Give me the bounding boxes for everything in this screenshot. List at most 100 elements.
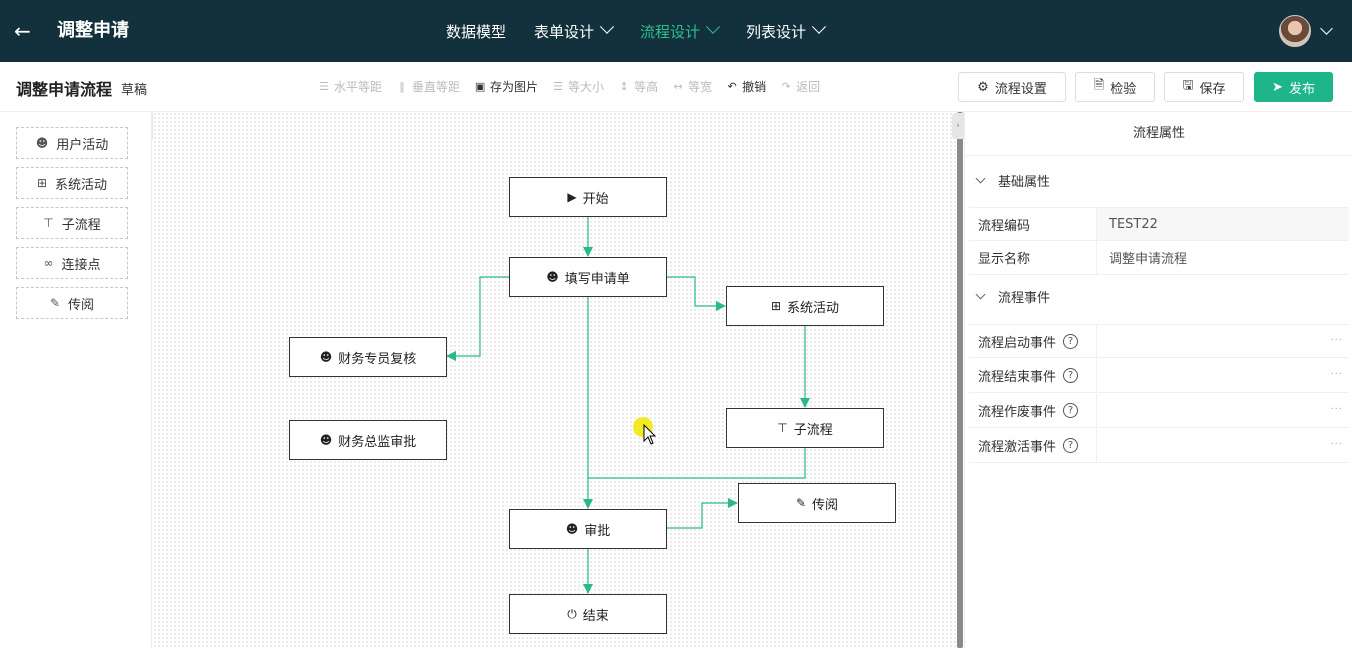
node-circulate[interactable]: ✎传阅 (738, 483, 896, 523)
tool-same-width[interactable]: ↔等宽 (672, 78, 712, 95)
palette-connector[interactable]: ∞连接点 (16, 247, 128, 279)
save-button[interactable]: 🖫保存 (1164, 72, 1244, 102)
undo-icon: ↶ (727, 79, 737, 93)
app-title: 调整申请 (57, 20, 129, 41)
node-label: 财务总监审批 (338, 434, 417, 450)
prop-row-display-name: 显示名称 调整申请流程 (969, 241, 1349, 275)
tool-redo[interactable]: ↷ 返回 (780, 78, 821, 95)
tool-label: 等宽 (688, 80, 713, 94)
nav-data-model[interactable]: 数据模型 (432, 0, 520, 62)
section-basic[interactable]: 基础属性 (973, 165, 1050, 195)
nav-label: 数据模型 (446, 22, 507, 41)
tool-label: 返回 (796, 80, 821, 94)
more-icon[interactable]: ··· (1330, 335, 1343, 346)
chevron-down-icon (705, 19, 721, 34)
help-icon[interactable]: ? (1063, 403, 1079, 418)
node-system-activity[interactable]: ⊞系统活动 (726, 286, 884, 326)
user-icon: ☻ (565, 522, 579, 536)
tool-save-image[interactable]: ▣存为图片 (474, 78, 538, 95)
canvas-scrollbar[interactable] (957, 112, 963, 648)
designer-toolbar: 调整申请流程 草稿 ☰水平等距 ‖垂直等距 ▣存为图片 ☰等大小 ↕等高 ↔等宽… (0, 62, 1352, 112)
nav-form-design[interactable]: 表单设计 (520, 0, 626, 62)
palette-system-activity[interactable]: ⊞ 系统活动 (16, 167, 128, 199)
prop-row-end-event: 流程结束事件? ··· (969, 359, 1349, 393)
palette-label: 系统活动 (55, 177, 108, 193)
tool-same-size[interactable]: ☰等大小 (552, 78, 604, 95)
prop-key: 流程编码 (969, 208, 1097, 240)
align-vertical-icon: ‖ (399, 79, 405, 93)
node-start[interactable]: ▶︎开始 (509, 177, 667, 217)
tool-same-height[interactable]: ↕等高 (618, 78, 658, 95)
avatar[interactable] (1279, 15, 1311, 47)
help-icon[interactable]: ? (1063, 333, 1079, 349)
more-icon[interactable]: ··· (1330, 369, 1343, 380)
node-end[interactable]: ⏻结束 (509, 594, 667, 634)
chevron-down-icon (599, 19, 615, 34)
prop-value[interactable]: ··· (1097, 359, 1349, 392)
user-icon: ☻ (319, 433, 333, 447)
node-fill-application[interactable]: ☻填写申请单 (509, 257, 667, 297)
node-label: 审批 (584, 523, 611, 539)
tool-label: 水平等距 (334, 80, 383, 94)
help-icon[interactable]: ? (1063, 438, 1079, 453)
palette-user-activity[interactable]: ☻ 用户活动 (16, 127, 128, 159)
nav-flow-design[interactable]: 流程设计 (626, 0, 732, 62)
palette-circulate[interactable]: ✎ 传阅 (16, 287, 128, 319)
main-nav: 数据模型 表单设计 流程设计 列表设计 (432, 0, 838, 62)
button-label: 流程设置 (994, 81, 1047, 97)
more-icon[interactable]: ··· (1330, 404, 1343, 415)
grid-icon: ⊞ (36, 176, 48, 190)
section-events[interactable]: 流程事件 (973, 281, 1050, 311)
tool-v-distribute[interactable]: ‖ 垂直等距 (396, 78, 460, 95)
prop-value[interactable]: ··· (1097, 325, 1349, 357)
node-approve[interactable]: ☻ 审批 (509, 509, 667, 549)
node-palette: ☻ 用户活动 ⊞ 系统活动 ⊤子流程 ∞连接点 ✎ 传阅 (0, 112, 152, 648)
tool-h-distribute[interactable]: ☰水平等距 (318, 78, 382, 95)
tool-label: 垂直等距 (412, 80, 461, 94)
palette-subprocess[interactable]: ⊤子流程 (16, 207, 128, 239)
play-circle-icon: ▶︎ (567, 190, 577, 204)
section-label: 流程事件 (998, 290, 1051, 306)
collapse-right-button[interactable]: › (952, 113, 964, 139)
power-icon: ⏻ (567, 606, 577, 621)
button-label: 检验 (1110, 81, 1137, 97)
prop-key-text: 流程结束事件 (978, 370, 1057, 385)
palette-label: 用户活动 (56, 137, 109, 153)
user-icon: ☻ (35, 136, 49, 150)
prop-key: 流程激活事件? (969, 429, 1097, 462)
chevron-down-icon[interactable] (1320, 22, 1333, 35)
node-finance-review[interactable]: ☻ 财务专员复核 (289, 337, 447, 377)
flow-title: 调整申请流程 (16, 80, 113, 99)
tool-undo[interactable]: ↶撤销 (726, 78, 766, 95)
palette-label: 传阅 (68, 297, 95, 313)
prop-row-void-event: 流程作废事件? ··· (969, 394, 1349, 428)
more-icon[interactable]: ··· (1330, 439, 1343, 450)
redo-icon: ↷ (781, 79, 791, 93)
node-label: 财务专员复核 (338, 351, 417, 367)
circulate-icon: ✎ (49, 296, 61, 310)
same-height-icon: ↕ (619, 79, 629, 93)
nav-list-design[interactable]: 列表设计 (732, 0, 838, 62)
node-finance-approve[interactable]: ☻ 财务总监审批 (289, 420, 447, 460)
prop-key: 流程结束事件? (969, 359, 1097, 392)
publish-button[interactable]: ➤发布 (1254, 72, 1333, 102)
prop-value[interactable]: ··· (1097, 429, 1349, 462)
tool-label: 等大小 (568, 80, 605, 94)
user-icon: ☻ (319, 350, 333, 364)
flow-settings-button[interactable]: ⚙流程设置 (958, 72, 1066, 102)
tool-label: 存为图片 (490, 80, 539, 94)
prop-value[interactable]: 调整申请流程 (1109, 252, 1188, 267)
node-subflow[interactable]: ⊤子流程 (726, 408, 884, 448)
link-icon: ∞ (43, 256, 54, 270)
check-button[interactable]: 🗎检验 (1075, 72, 1155, 102)
prop-value[interactable]: ··· (1097, 394, 1349, 427)
help-icon[interactable]: ? (1063, 368, 1079, 383)
arrow-left-icon[interactable]: ← (14, 19, 31, 43)
section-label: 基础属性 (998, 174, 1051, 190)
circulate-icon: ✎ (795, 496, 807, 510)
save-icon: 🖫 (1182, 78, 1194, 93)
prop-value[interactable]: TEST22 (1097, 208, 1349, 240)
prop-row-start-event: 流程启动事件? ··· (969, 324, 1349, 358)
nav-label: 表单设计 (534, 22, 595, 41)
chevron-down-icon (811, 19, 827, 34)
